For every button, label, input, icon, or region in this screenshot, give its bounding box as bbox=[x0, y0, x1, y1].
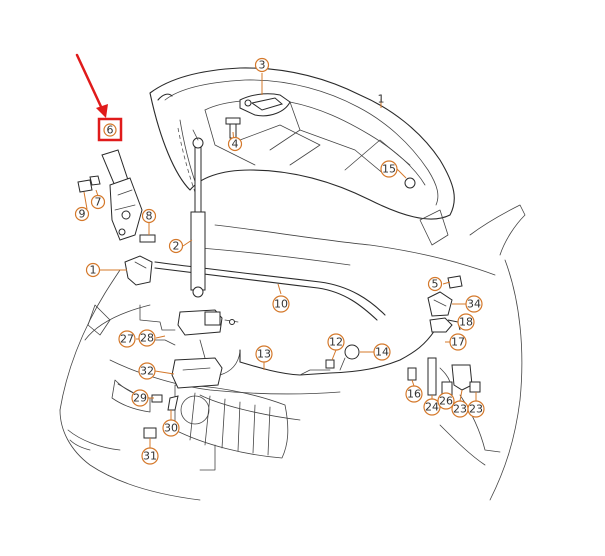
svg-text:1: 1 bbox=[90, 264, 97, 277]
svg-text:2: 2 bbox=[173, 240, 180, 253]
hinge-arm-drawing bbox=[77, 123, 156, 243]
callout-29: 29 bbox=[131, 389, 149, 407]
svg-text:30: 30 bbox=[164, 422, 178, 435]
callout-24: 24 bbox=[423, 398, 441, 416]
svg-text:14: 14 bbox=[375, 346, 389, 359]
svg-text:32: 32 bbox=[140, 365, 154, 378]
svg-text:15: 15 bbox=[382, 163, 396, 176]
svg-text:34: 34 bbox=[467, 298, 481, 311]
svg-text:13: 13 bbox=[257, 348, 271, 361]
callout-30: 30 bbox=[162, 419, 180, 437]
svg-text:28: 28 bbox=[140, 332, 154, 345]
callout-34: 34 bbox=[465, 295, 483, 313]
callout-1-hood: 1 bbox=[378, 93, 385, 106]
svg-text:16: 16 bbox=[407, 388, 421, 401]
callout-32: 32 bbox=[138, 362, 156, 380]
callout-26: 26 bbox=[437, 392, 455, 410]
callout-18: 18 bbox=[457, 313, 475, 331]
svg-text:4: 4 bbox=[232, 138, 239, 151]
release-cable-drawing bbox=[239, 317, 461, 376]
callout-9: 9 bbox=[74, 206, 90, 222]
svg-text:18: 18 bbox=[459, 316, 473, 329]
svg-text:12: 12 bbox=[329, 336, 343, 349]
svg-text:31: 31 bbox=[143, 450, 157, 463]
callout-23-a: 23 bbox=[451, 400, 469, 418]
callout-17: 17 bbox=[449, 333, 467, 351]
svg-text:27: 27 bbox=[120, 333, 134, 346]
callout-1-bracket: 1 bbox=[85, 262, 101, 278]
callout-3: 3 bbox=[254, 57, 270, 73]
callout-4: 4 bbox=[227, 136, 243, 152]
svg-text:17: 17 bbox=[451, 336, 465, 349]
svg-text:24: 24 bbox=[425, 401, 439, 414]
svg-text:26: 26 bbox=[439, 395, 453, 408]
callout-6-label: 6 bbox=[107, 124, 114, 137]
callout-15: 15 bbox=[380, 160, 398, 178]
callout-5: 5 bbox=[427, 276, 443, 292]
latch-assembly-drawing bbox=[139, 304, 241, 439]
callout-2: 2 bbox=[168, 238, 184, 254]
svg-text:8: 8 bbox=[146, 210, 153, 223]
callout-8: 8 bbox=[141, 208, 157, 224]
callout-27: 27 bbox=[118, 330, 136, 348]
bracket-drawing bbox=[124, 255, 153, 286]
callout-14: 14 bbox=[373, 343, 391, 361]
callout-12: 12 bbox=[327, 333, 345, 351]
svg-text:23: 23 bbox=[453, 403, 467, 416]
svg-text:5: 5 bbox=[432, 278, 439, 291]
gas-strut-drawing bbox=[190, 129, 206, 298]
hinge-drawing bbox=[225, 93, 291, 139]
right-parts-drawing bbox=[404, 177, 481, 396]
callout-13: 13 bbox=[255, 345, 273, 363]
svg-text:10: 10 bbox=[274, 298, 288, 311]
svg-text:9: 9 bbox=[79, 208, 86, 221]
grille-drawing bbox=[67, 379, 289, 459]
highlighted-part-6[interactable]: 6 bbox=[97, 117, 123, 142]
svg-text:7: 7 bbox=[95, 196, 102, 209]
callout-28: 28 bbox=[138, 329, 156, 347]
callout-23-b: 23 bbox=[467, 400, 485, 418]
svg-text:23: 23 bbox=[469, 403, 483, 416]
svg-text:1: 1 bbox=[378, 93, 385, 106]
callout-16: 16 bbox=[405, 385, 423, 403]
callout-31: 31 bbox=[141, 447, 159, 465]
svg-text:3: 3 bbox=[259, 59, 266, 72]
car-body-drawing bbox=[59, 204, 526, 501]
svg-text:29: 29 bbox=[133, 392, 147, 405]
red-arrow-icon bbox=[75, 53, 108, 118]
callout-10: 10 bbox=[272, 295, 290, 313]
callout-7: 7 bbox=[90, 194, 106, 210]
